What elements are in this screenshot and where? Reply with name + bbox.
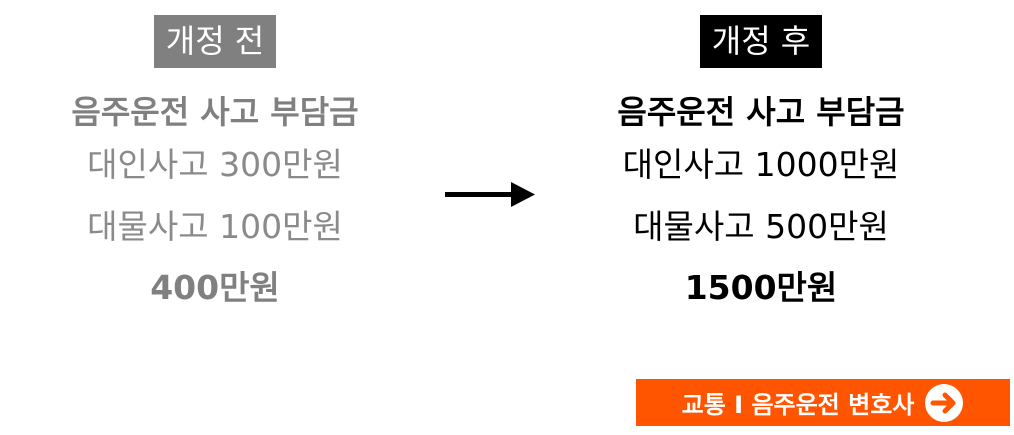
arrow-right-circle-icon bbox=[925, 383, 964, 422]
dui-lawyer-banner-link[interactable]: 교통 I 음주운전 변호사 bbox=[636, 379, 1010, 426]
before-total: 400만원 bbox=[150, 268, 280, 307]
before-section: 개정 전 음주운전 사고 부담금 대인사고 300만원 대물사고 100만원 4… bbox=[0, 0, 445, 310]
after-total: 1500만원 bbox=[684, 268, 838, 307]
before-property-damage: 대물사고 100만원 bbox=[87, 207, 343, 246]
after-personal-injury: 대인사고 1000만원 bbox=[622, 145, 900, 184]
banner-label: 교통 I 음주운전 변호사 bbox=[681, 391, 915, 419]
before-title: 음주운전 사고 부담금 bbox=[71, 93, 359, 131]
after-section: 개정 후 음주운전 사고 부담금 대인사고 1000만원 대물사고 500만원 … bbox=[531, 0, 991, 310]
arrow-right-icon bbox=[445, 182, 535, 207]
before-tag: 개정 전 bbox=[153, 15, 277, 68]
before-personal-injury: 대인사고 300만원 bbox=[87, 145, 343, 184]
after-property-damage: 대물사고 500만원 bbox=[633, 207, 889, 246]
after-tag: 개정 후 bbox=[699, 15, 823, 68]
after-title: 음주운전 사고 부담금 bbox=[617, 93, 905, 131]
